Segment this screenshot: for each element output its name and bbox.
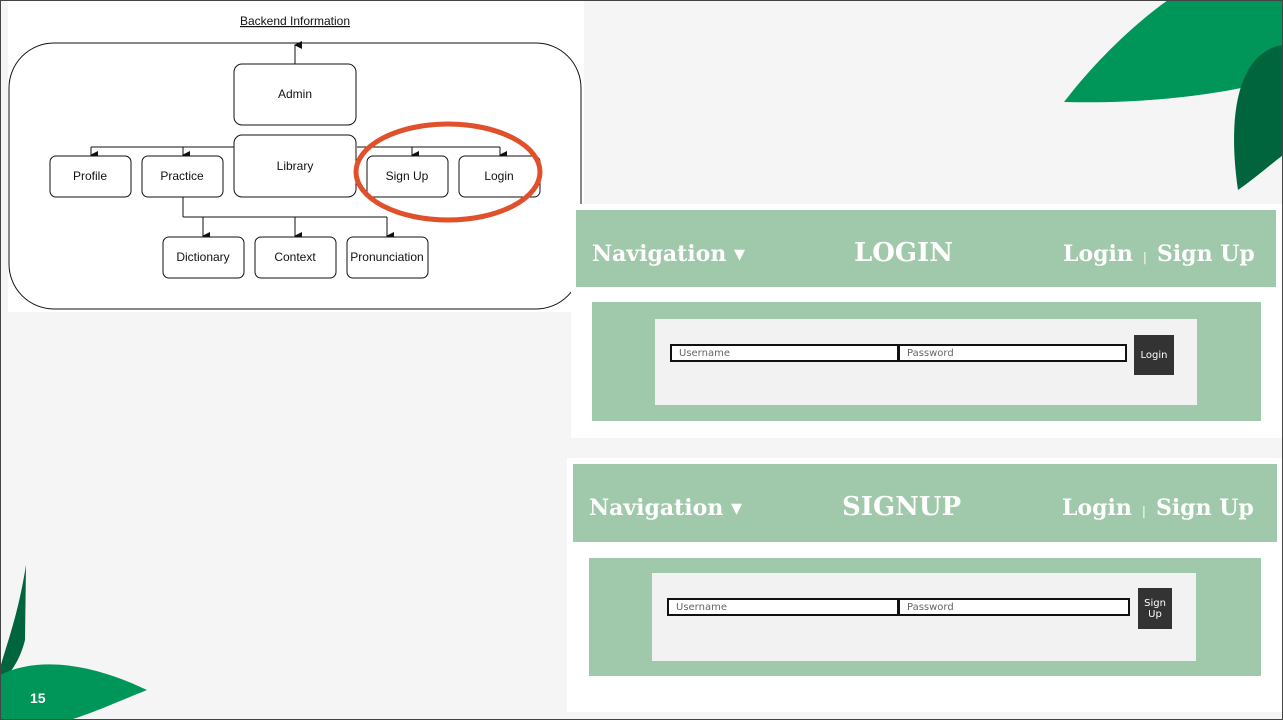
login-link[interactable]: Login bbox=[1062, 495, 1132, 521]
svg-text:Dictionary: Dictionary bbox=[176, 250, 229, 264]
login-header-bar: Navigation ▾ LOGIN Login | Sign Up bbox=[576, 210, 1276, 287]
login-button[interactable]: Login bbox=[1134, 335, 1174, 375]
node-profile: Profile bbox=[49, 155, 132, 198]
login-form-card: Username Password Login bbox=[655, 319, 1197, 405]
svg-text:Admin: Admin bbox=[278, 87, 312, 101]
svg-text:Login: Login bbox=[484, 169, 513, 183]
page-number: 15 bbox=[30, 690, 46, 706]
node-login: Login bbox=[458, 155, 541, 198]
diagram-title: Backend Information bbox=[240, 14, 350, 28]
highlight-circle bbox=[353, 121, 543, 223]
node-context: Context bbox=[254, 236, 337, 279]
header-links: Login | Sign Up bbox=[1062, 495, 1254, 521]
svg-text:Sign Up: Sign Up bbox=[386, 169, 429, 183]
signup-mockup: Navigation ▾ SIGNUP Login | Sign Up Userna… bbox=[567, 458, 1283, 712]
password-field[interactable]: Password bbox=[898, 598, 1130, 616]
signup-link[interactable]: Sign Up bbox=[1155, 495, 1254, 521]
signup-button[interactable]: Sign Up bbox=[1138, 588, 1172, 629]
signup-link[interactable]: Sign Up bbox=[1156, 241, 1255, 267]
backend-diagram: Backend Information Admin Library Profil… bbox=[8, 0, 584, 312]
signup-form-card: Username Password Sign Up bbox=[652, 573, 1196, 661]
svg-text:Practice: Practice bbox=[160, 169, 204, 183]
node-admin: Admin bbox=[233, 63, 357, 126]
svg-text:Context: Context bbox=[274, 250, 316, 264]
node-practice: Practice bbox=[141, 155, 224, 198]
page-title: LOGIN bbox=[854, 238, 954, 268]
svg-text:Profile: Profile bbox=[73, 169, 107, 183]
node-signup: Sign Up bbox=[366, 155, 449, 198]
login-link[interactable]: Login bbox=[1063, 241, 1133, 267]
username-field[interactable]: Username bbox=[670, 344, 899, 362]
signup-body: Username Password Sign Up bbox=[589, 558, 1261, 676]
page-title: SIGNUP bbox=[842, 492, 962, 522]
link-separator: | bbox=[1142, 250, 1147, 264]
header-links: Login | Sign Up bbox=[1063, 241, 1255, 267]
login-mockup: Navigation ▾ LOGIN Login | Sign Up Usernam… bbox=[571, 204, 1283, 438]
link-separator: | bbox=[1141, 504, 1146, 518]
password-field[interactable]: Password bbox=[898, 344, 1127, 362]
navigation-dropdown[interactable]: Navigation ▾ bbox=[592, 241, 746, 267]
navigation-dropdown[interactable]: Navigation ▾ bbox=[589, 495, 743, 521]
leaf-decoration-bottom-left bbox=[0, 565, 147, 720]
svg-text:Pronunciation: Pronunciation bbox=[350, 250, 423, 264]
signup-header-bar: Navigation ▾ SIGNUP Login | Sign Up bbox=[573, 464, 1277, 542]
username-field[interactable]: Username bbox=[667, 598, 899, 616]
login-body: Username Password Login bbox=[592, 302, 1261, 421]
node-dictionary: Dictionary bbox=[162, 236, 245, 279]
node-pronunciation: Pronunciation bbox=[346, 236, 429, 279]
leaf-decoration-top-right bbox=[1064, 0, 1283, 190]
svg-text:Library: Library bbox=[277, 159, 314, 173]
node-library: Library bbox=[233, 134, 357, 198]
